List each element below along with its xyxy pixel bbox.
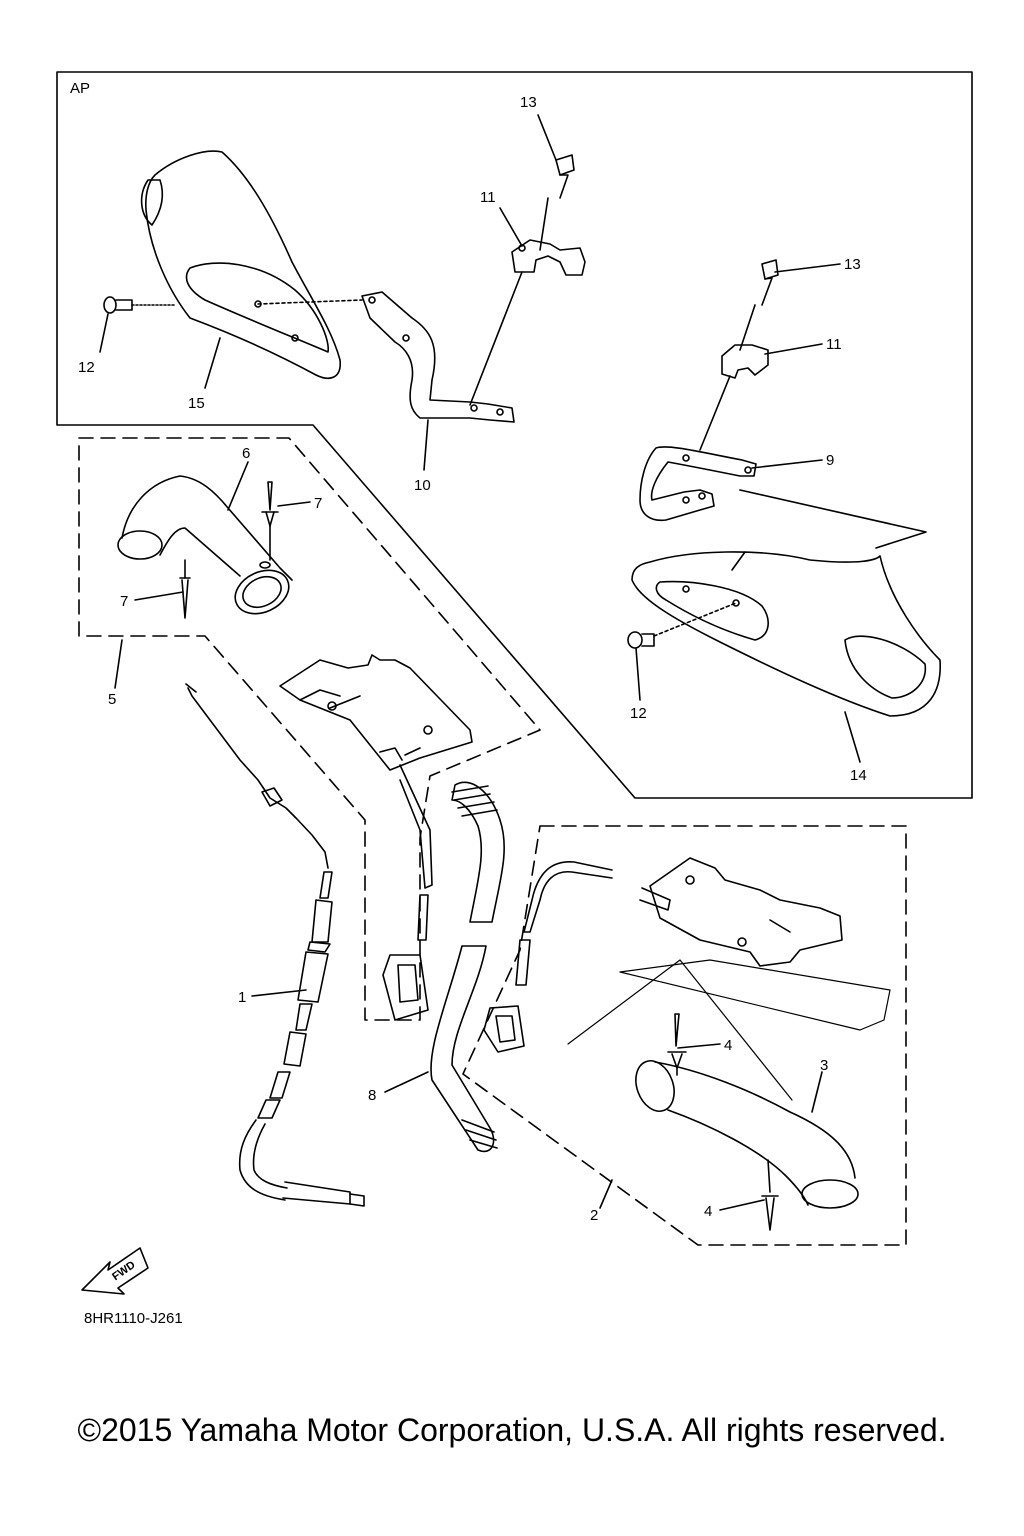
bolt-13-right [739, 259, 779, 351]
heater-element-left [279, 654, 473, 889]
throttle-cable-1 [185, 683, 365, 1207]
callout-7-lower: 7 [120, 593, 128, 610]
ap-section-border [56, 71, 973, 799]
clamp-11-left [511, 239, 586, 276]
callout-13-right: 13 [844, 256, 861, 273]
callout-2: 2 [590, 1207, 598, 1224]
callout-11-right: 11 [826, 336, 842, 353]
connector-left [382, 894, 429, 1021]
dashed-group-2 [462, 825, 907, 1246]
pin-4-lower [761, 1159, 779, 1231]
fwd-arrow-icon [81, 1247, 149, 1295]
callout-1: 1 [238, 989, 246, 1006]
callout-6: 6 [242, 445, 250, 462]
grip-6-left [117, 475, 293, 615]
clamp-11-right [721, 344, 769, 379]
pin-7-upper [261, 481, 279, 561]
copyright-notice: ©2015 Yamaha Motor Corporation, U.S.A. A… [77, 1412, 947, 1448]
callout-10: 10 [414, 477, 431, 494]
callout-12-left: 12 [78, 359, 95, 376]
bolt-13-left [539, 154, 575, 251]
callout-14: 14 [850, 767, 867, 784]
callout-11-left: 11 [480, 189, 496, 206]
heater-element-right [523, 857, 843, 967]
pin-4-upper [667, 1013, 687, 1076]
section-label: AP [70, 80, 91, 97]
hand-guard-right [631, 551, 941, 717]
bracket-9 [639, 446, 757, 522]
connector-right [483, 939, 531, 1053]
screw-12-right [627, 631, 655, 649]
callout-12-right: 12 [630, 705, 647, 722]
callout-15: 15 [188, 395, 205, 412]
callout-9: 9 [826, 452, 834, 469]
bracket-10 [361, 291, 515, 423]
hand-guard-left [140, 150, 341, 379]
screw-12-left [103, 296, 176, 314]
grip-3-right [635, 1060, 859, 1209]
callout-5: 5 [108, 691, 116, 708]
callout-13-left: 13 [520, 94, 537, 111]
callout-3: 3 [820, 1057, 828, 1074]
hose-8 [430, 781, 505, 1153]
fwd-label: FWD [110, 1259, 137, 1283]
callout-4-upper: 4 [724, 1037, 732, 1054]
callout-7-upper: 7 [314, 495, 322, 512]
callout-4-lower: 4 [704, 1203, 712, 1220]
dashed-group-5 [78, 437, 541, 1021]
pin-7-lower [179, 559, 191, 619]
callout-8: 8 [368, 1087, 376, 1104]
part-code: 8HR1110-J261 [84, 1310, 183, 1327]
